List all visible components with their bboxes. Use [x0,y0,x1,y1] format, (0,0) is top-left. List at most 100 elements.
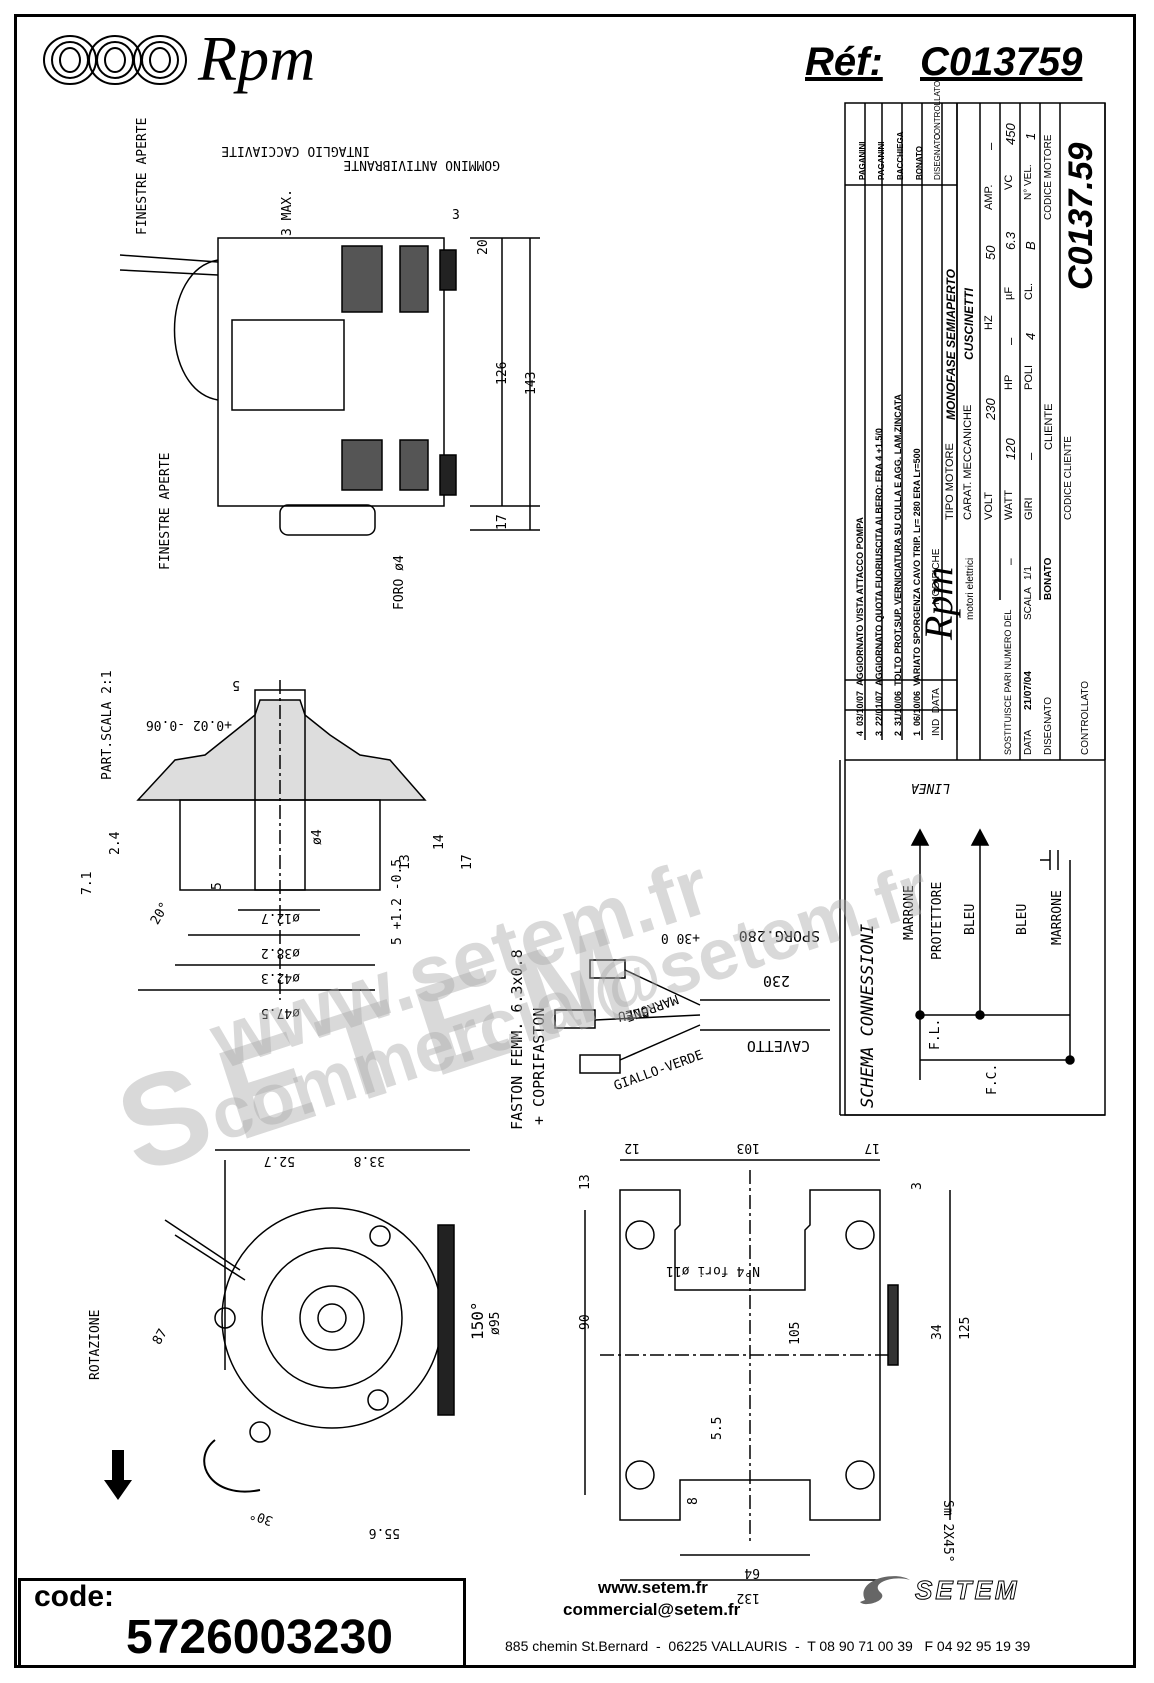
cl-label: CL. [1023,282,1035,300]
title-block-brand-sub: motori elettrici [965,557,976,620]
hz-label: HZ [983,315,995,330]
code-box [18,1578,466,1668]
motor-body-outline [217,237,445,507]
setem-logo-icon [860,1576,910,1605]
hp-value: – [1003,337,1018,345]
dim-bracket-8: 8 [686,1497,701,1505]
bracket-hole-br [845,1460,875,1490]
dim-55-6: 55.6 [368,1525,400,1540]
dim-17: 17 [460,854,475,870]
nvel-label: N° VEL. [1023,164,1034,200]
dim-bracket-64: 64 [744,1565,760,1580]
brand-logo-text: Rpm [198,23,316,94]
dim-7-1: 7.1 [80,871,95,895]
codice-cliente-label: CODICE CLIENTE [1063,436,1074,520]
volt-label: VOLT [983,492,995,520]
winding-top [341,245,383,313]
rubber-top [439,249,457,291]
label-max: 3 MAX. [280,189,295,236]
data-value: 21/07/04 [1023,671,1034,710]
giri-label: GIRI [1023,497,1035,520]
bracket-hole-tr [845,1220,875,1250]
watt-value: 120 [1003,438,1018,460]
controllato-label: CONTROLLATO [1080,680,1091,755]
rev-2: 2 31/10/06 TOLTO PROT.SUP. VERNICIATURA … [893,394,903,736]
sostituisce-value: – [1003,558,1017,565]
dim-33-8: 33.8 [353,1153,385,1168]
dim-bracket-105: 105 [788,1321,803,1345]
schema-bleu-2: BLEU [1015,903,1030,935]
code-value: 5726003230 [126,1611,393,1664]
disegnato-value: BONATO [1043,557,1054,600]
dim-3: 3 [452,208,460,223]
data-label: DATA [1023,729,1034,755]
nvel-value: 1 [1023,132,1038,140]
drawing-frame [14,14,1136,1668]
carat-label: CARAT. MECCANICHE [962,404,974,520]
giri-value: – [1023,452,1038,460]
dim-bracket-12: 12 [624,1140,640,1155]
cliente-label: CLIENTE [1043,403,1055,450]
code-label: code: [34,1580,115,1613]
hp-label: HP [1003,374,1015,390]
rubber-bottom [439,454,457,496]
dim-126: 126 [495,361,510,385]
label-windows-open-top: FINESTRE APERTE [135,117,150,235]
dim-20: 20 [476,239,491,255]
dim-d38-2: ø38.2 [260,945,300,960]
faston-bleu [589,959,626,979]
mount-hole-1 [369,1225,391,1247]
scala-value: 1/1 [1023,566,1034,580]
uf-label: µF [1003,286,1015,300]
faston-marrone [554,1009,596,1029]
hdr-controllato: CONTROLLATO [933,80,942,140]
vc-label: VC [1003,174,1015,190]
amp-label: AMP. [983,184,995,210]
dim-shaft-5: 5 [232,677,240,692]
uf-value: 6.3 [1003,231,1018,250]
footer-web[interactable]: www.setem.fr [598,1578,708,1597]
dim-143: 143 [524,371,539,395]
dim-d95: ø95 [488,1311,503,1335]
dim-bracket-17: 17 [864,1140,880,1155]
schema-fc: F.C. [985,1063,1000,1095]
volt-value: 230 [983,398,998,420]
amp-value: – [983,142,998,150]
ref-label: Réf: [805,40,883,84]
hz-value: 50 [983,245,998,260]
rotation-arrow-icon [104,1450,132,1500]
detail-boss [136,699,427,801]
rev-2-dis: BACCHIEGA [896,131,905,180]
dim-d12-7: ø12.7 [260,910,300,925]
dim-bracket-3: 3 [910,1182,925,1190]
label-screw-cut: INTAGLIO CACCIAVITE [221,143,370,158]
hdr-disegnato: DISEGNATO [933,133,942,180]
front-rubber [437,1224,455,1416]
dim-bracket-13: 13 [578,1174,593,1190]
label-part-scale: PART.SCALA 2:1 [100,670,115,780]
tipo-motore-label: TIPO MOTORE [944,443,956,520]
front-view-outer [221,1207,443,1429]
dim-17-side: 17 [495,514,510,530]
poli-label: POLI [1023,364,1035,390]
rev-3: 3 22/01/07 AGGIORNATO QUOTA FUORIUSCITA … [874,428,884,736]
dim-d4: ø4 [310,829,325,845]
dim-14: 14 [432,834,447,850]
bracket-plate [619,1189,881,1521]
rev-3-dis: PAGANINI [877,141,886,180]
codice-motore-label: CODICE MOTORE [1043,134,1054,220]
dim-shaft-tol: +0.02 -0.06 [145,717,232,732]
dim-bracket-125: 125 [958,1316,973,1340]
rev-4-dis: PAGANINI [858,141,867,180]
title-block-brand: Rpm [916,566,961,640]
footer-email[interactable]: commercial@setem.fr [563,1600,741,1619]
dim-12: 5 +1.2 -0.5 [390,858,405,945]
dim-2-4: 2.4 [108,831,123,855]
footer-address: 885 chemin St.Bernard - 06225 VALLAURIS … [505,1638,1031,1654]
watt-label: WATT [1003,490,1015,520]
dim-bracket-90: 90 [578,1314,593,1330]
scala-label: SCALA [1023,587,1034,620]
mount-hole-3 [367,1389,389,1411]
winding-bottom [341,439,383,491]
